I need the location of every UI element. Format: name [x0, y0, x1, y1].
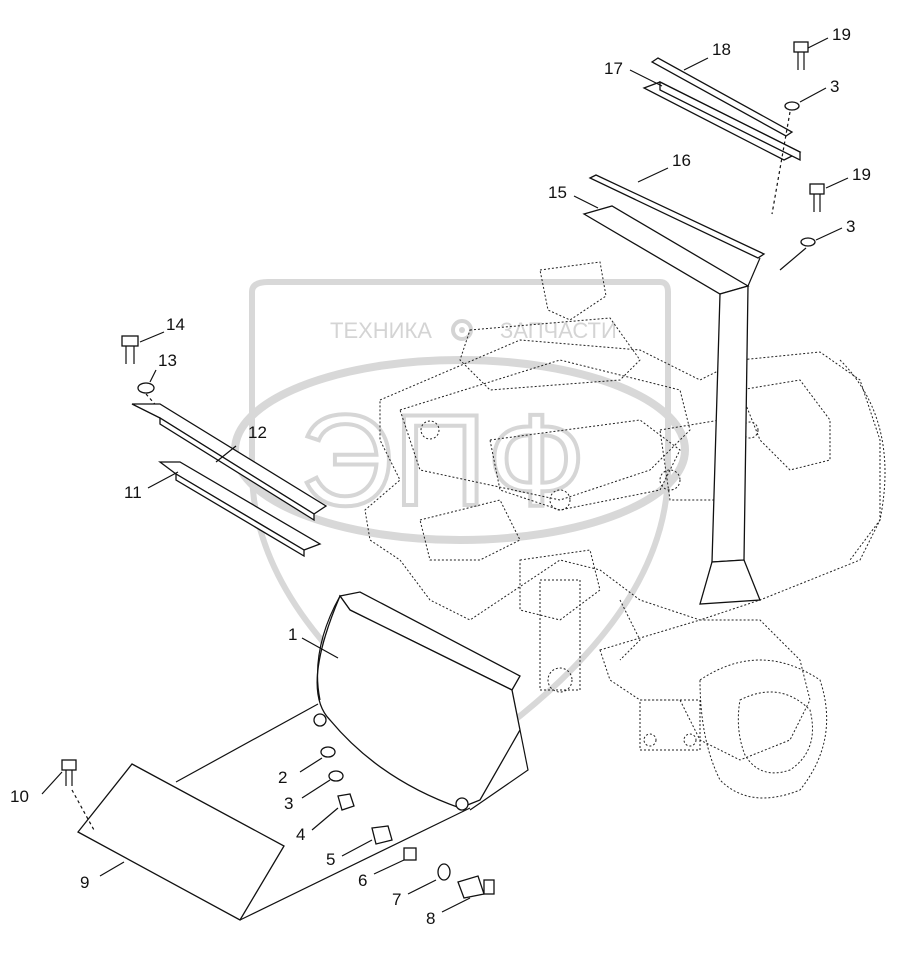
part-6-spacer	[403, 847, 417, 861]
part-9-plate	[77, 703, 471, 921]
watermark: ТЕХНИКА ЗАПЧАСТИ ЭПФ	[231, 279, 689, 764]
callout-15: 15	[548, 183, 567, 202]
leader-lines	[41, 37, 849, 913]
part-19-bolt-upper	[771, 41, 809, 215]
part-8-bolt	[457, 875, 495, 899]
part-13-washer	[137, 382, 155, 394]
part-2-washer	[320, 746, 336, 758]
part-15-bracket	[582, 205, 761, 605]
callout-13: 13	[158, 351, 177, 370]
callout-17: 17	[604, 59, 623, 78]
callout-6: 6	[358, 871, 367, 890]
callout-1: 1	[288, 625, 297, 644]
callout-5: 5	[326, 850, 335, 869]
watermark-text-left: ТЕХНИКА	[330, 318, 432, 343]
part-19-bolt-lower	[779, 183, 825, 271]
callout-3-middle: 3	[284, 794, 293, 813]
part-12-strip	[131, 403, 328, 522]
part-10-bolt	[61, 759, 95, 831]
part-4-nut	[337, 793, 355, 811]
callout-2: 2	[278, 768, 287, 787]
callout-16: 16	[672, 151, 691, 170]
callout-12: 12	[248, 423, 267, 442]
callout-3-top: 3	[830, 77, 839, 96]
callout-19-lower: 19	[852, 165, 871, 184]
callout-8: 8	[426, 909, 435, 928]
part-18-strip	[650, 57, 794, 137]
callout-labels: 1 2 3 3 3 4 5 6 7 8 9 10 11 12 13 14 15 …	[10, 25, 871, 928]
part-5-nut	[371, 825, 393, 845]
part-17-plate	[642, 80, 802, 162]
callout-7: 7	[392, 890, 401, 909]
callout-18: 18	[712, 40, 731, 59]
part-3-washer-middle	[328, 770, 344, 782]
part-7-washer	[437, 863, 451, 881]
watermark-logo: ЭПФ	[300, 387, 586, 533]
gear-icon	[451, 319, 473, 341]
watermark-text-right: ЗАПЧАСТИ	[500, 318, 617, 343]
part-16-strip	[588, 174, 766, 259]
callout-10: 10	[10, 787, 29, 806]
callout-11: 11	[124, 483, 142, 502]
callout-4: 4	[296, 825, 305, 844]
callout-3-right: 3	[846, 217, 855, 236]
callout-9: 9	[80, 873, 89, 892]
part-1-guard	[313, 591, 529, 811]
callout-14: 14	[166, 315, 185, 334]
part-11-strip	[158, 461, 322, 558]
callout-19-top: 19	[832, 25, 851, 44]
part-14-bolt	[121, 335, 139, 364]
